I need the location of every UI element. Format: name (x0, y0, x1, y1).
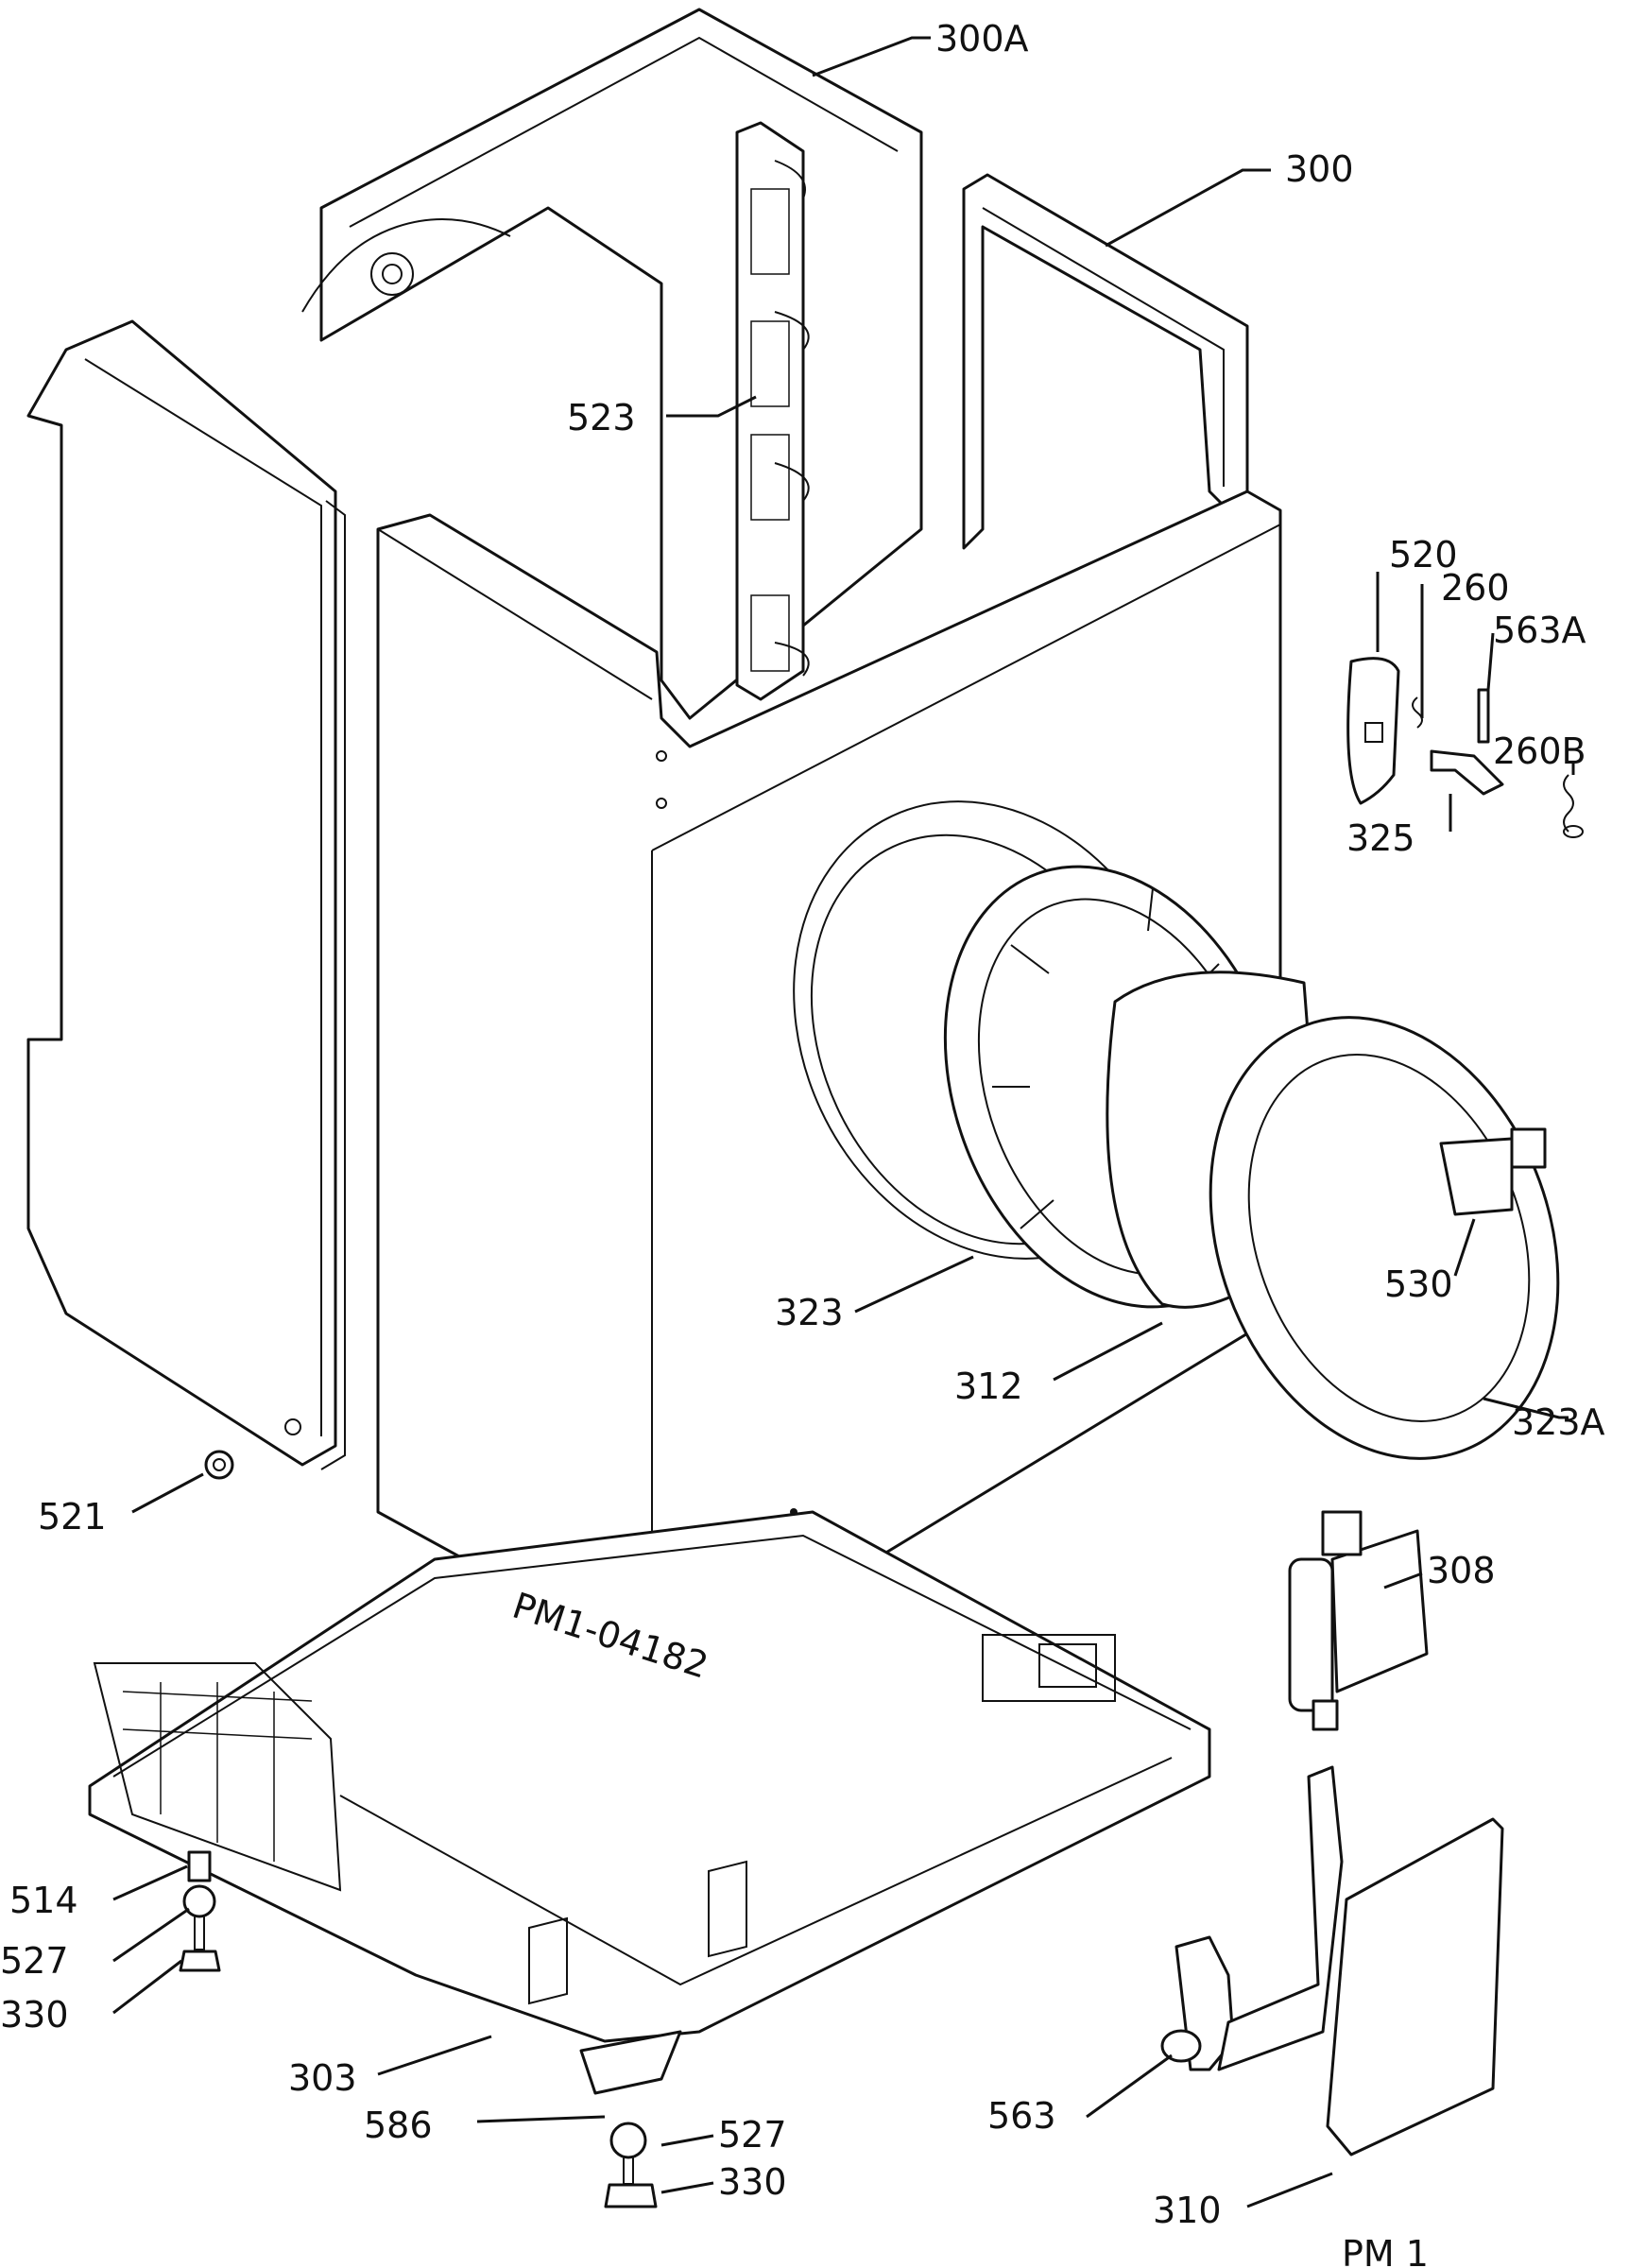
label-563A: 563A (1493, 610, 1586, 651)
label-330a: 330 (0, 1994, 69, 2036)
label-312: 312 (954, 1366, 1023, 1407)
label-527a: 527 (0, 1940, 69, 1982)
drawing-code: PM 1 (1342, 2233, 1429, 2268)
pin-563A (1477, 688, 1490, 744)
label-300A: 300A (935, 18, 1029, 60)
spring-260 (1412, 696, 1423, 729)
lever-325 (1430, 749, 1504, 796)
door-handle-530 (1439, 1127, 1547, 1216)
rear-rail-523 (735, 121, 810, 701)
label-530: 530 (1384, 1263, 1453, 1305)
label-303: 303 (288, 2057, 357, 2099)
label-308: 308 (1427, 1550, 1496, 1591)
label-325: 325 (1346, 817, 1415, 859)
leader-lines (112, 36, 1575, 2208)
kick-panel-310 (1326, 1817, 1504, 2156)
label-514: 514 (9, 1880, 78, 1921)
label-323: 323 (775, 1292, 844, 1333)
foot-assembly-right (579, 2030, 682, 2208)
label-520: 520 (1389, 534, 1458, 576)
label-300: 300 (1285, 148, 1354, 190)
label-527b: 527 (718, 2114, 787, 2156)
label-260: 260 (1441, 567, 1510, 609)
spring-260B (1563, 774, 1584, 838)
screw-521 (204, 1450, 234, 1480)
label-563: 563 (987, 2095, 1056, 2137)
left-side-panel (26, 319, 346, 1470)
label-523: 523 (567, 397, 636, 438)
base-frame-303 (88, 1510, 1211, 2043)
label-586: 586 (364, 2105, 433, 2146)
door-ring-323A (1209, 1016, 1560, 1460)
foot-assembly-left (179, 1850, 221, 1972)
label-260B: 260B (1493, 730, 1586, 772)
label-323A: 323A (1512, 1401, 1605, 1443)
latch-520 (1346, 657, 1400, 805)
rear-frame-300 (962, 173, 1249, 550)
label-310: 310 (1153, 2190, 1222, 2231)
label-330b: 330 (718, 2161, 787, 2203)
label-521: 521 (38, 1496, 107, 1538)
hinge-308 (1288, 1510, 1429, 1731)
service-flap-563 (1160, 1765, 1344, 2071)
